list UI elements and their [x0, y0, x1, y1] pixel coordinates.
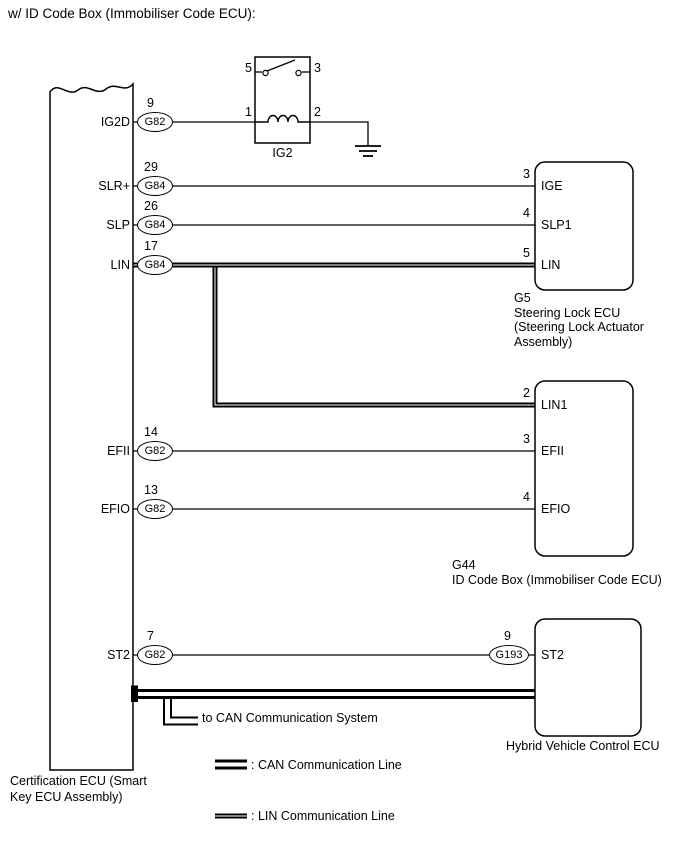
pin-label-ige: IGE	[541, 179, 563, 193]
hybrid-ecu-label: Hybrid Vehicle Control ECU	[506, 739, 660, 753]
connector-label: G84	[144, 179, 166, 192]
pin-number-st2-right: 9	[504, 629, 511, 643]
pin-signal-efio: EFIO	[100, 502, 130, 516]
pin-number-slp: 26	[144, 199, 158, 213]
pin-number-st2: 7	[147, 629, 154, 643]
connector-label: G82	[144, 648, 166, 661]
connector-label: G193	[495, 648, 523, 661]
pin-number-efio: 13	[144, 483, 158, 497]
connector-label: G82	[144, 444, 166, 457]
legend-lin-icon	[215, 813, 247, 819]
pin-signal-lin: LIN	[110, 258, 130, 272]
legend-can-label: : CAN Communication Line	[251, 758, 402, 772]
pin-label-slp1: SLP1	[541, 218, 572, 232]
connector-oval-efio: G82	[137, 499, 173, 519]
relay-contact-left	[262, 69, 269, 77]
can-branch-outer	[163, 699, 198, 726]
pin-number-ig2d: 9	[147, 96, 154, 110]
relay-switch	[255, 59, 310, 77]
pin-number-lin: 17	[144, 239, 158, 253]
relay-contact-right	[295, 69, 302, 77]
ground-symbol	[355, 145, 381, 157]
pin-label-st2-right: ST2	[541, 648, 564, 662]
hybrid-ecu-box	[534, 618, 642, 737]
connector-label: G82	[144, 115, 166, 128]
pin-signal-slr: SLR+	[98, 179, 130, 193]
pin-signal-slp: SLP	[106, 218, 130, 232]
pin-label-efii-right: EFII	[541, 444, 564, 458]
pin-signal-st2: ST2	[107, 648, 130, 662]
can-branch-note: to CAN Communication System	[202, 711, 378, 725]
lin-bus-lines	[133, 262, 535, 408]
certification-ecu-label: Certification ECU (Smart Key ECU Assembl…	[10, 774, 147, 804]
relay-coil	[255, 114, 310, 123]
connector-label: G84	[144, 258, 166, 271]
connector-oval-slp: G84	[137, 215, 173, 235]
page-title: w/ ID Code Box (Immobiliser Code ECU):	[8, 6, 256, 21]
can-bus-lines	[133, 689, 535, 726]
pin-number-ige: 3	[523, 167, 530, 181]
pin-number-slp1: 4	[523, 206, 530, 220]
connector-oval-slr: G84	[137, 176, 173, 196]
legend-lin-label: : LIN Communication Line	[251, 809, 395, 823]
pin-label-lin-right: LIN	[541, 258, 561, 272]
pin-signal-ig2d: IG2D	[100, 115, 130, 129]
id-code-box-box	[534, 380, 634, 557]
steering-lock-ecu-label: G5 Steering Lock ECU (Steering Lock Actu…	[514, 291, 644, 349]
pin-number-efii: 14	[144, 425, 158, 439]
pin-label-efio-right: EFIO	[541, 502, 571, 516]
connector-oval-ig2d: G82	[137, 112, 173, 132]
relay-pin-number-3: 3	[314, 61, 321, 75]
pin-number-efio-right: 4	[523, 490, 530, 504]
connector-oval-st2: G82	[137, 645, 173, 665]
connector-label: G84	[144, 218, 166, 231]
pin-number-lin-right: 5	[523, 246, 530, 260]
connector-oval-efii: G82	[137, 441, 173, 461]
certification-ecu-outline	[49, 82, 134, 771]
pin-number-lin1: 2	[523, 386, 530, 400]
relay-pin-number-2: 2	[314, 105, 321, 119]
connector-oval-lin: G84	[137, 255, 173, 275]
pin-signal-efii: EFII	[107, 444, 130, 458]
wire-relay-to-ground	[310, 121, 369, 146]
relay-pin-number-1: 1	[245, 105, 252, 119]
relay-pin-number-5: 5	[245, 61, 252, 75]
lin-branch-inner	[215, 266, 535, 405]
steering-lock-ecu-box	[534, 161, 634, 291]
relay-switch-blade	[266, 59, 296, 72]
can-connector-stub	[131, 685, 138, 702]
lin-branch-outer	[212, 266, 535, 408]
pin-number-slr: 29	[144, 160, 158, 174]
id-code-box-label: G44 ID Code Box (Immobiliser Code ECU)	[452, 558, 662, 587]
pin-number-efii-right: 3	[523, 432, 530, 446]
connector-oval-g193: G193	[489, 645, 529, 665]
legend-can-icon	[215, 759, 247, 770]
pin-label-lin1: LIN1	[541, 398, 568, 412]
relay-label: IG2	[272, 146, 293, 160]
can-branch-inner	[170, 699, 198, 719]
relay-box	[254, 56, 311, 144]
connector-label: G82	[144, 502, 166, 515]
